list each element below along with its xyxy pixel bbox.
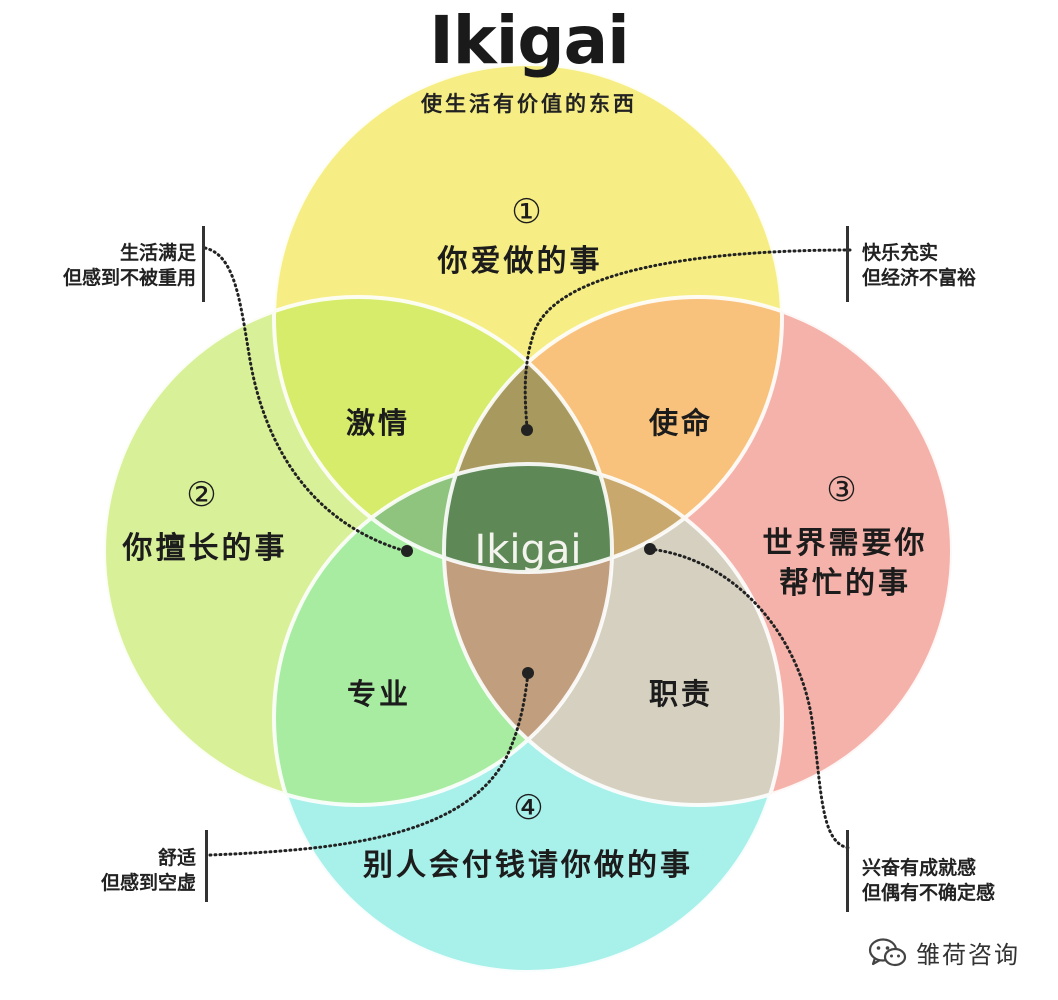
page-title: Ikigai — [429, 2, 629, 79]
mission-label: 使命 — [648, 406, 714, 440]
page-subtitle: 使生活有价值的东西 — [421, 92, 637, 116]
dot-passion — [401, 545, 413, 557]
note-bottom-right-line2: 但偶有不确定感 — [862, 882, 996, 904]
bracket-bottom-left — [205, 830, 208, 902]
note-bottom-left: 舒适 但感到空虚 — [101, 846, 196, 896]
connector-bottom-right — [648, 547, 852, 850]
note-bottom-right: 兴奋有成就感 但偶有不确定感 — [862, 856, 995, 906]
center-ikigai-label: Ikigai — [474, 527, 582, 573]
passion-label: 激情 — [345, 406, 411, 440]
wechat-icon — [868, 938, 907, 967]
bracket-top-right — [846, 226, 849, 302]
bracket-bottom-right — [846, 830, 849, 912]
love-number: ① — [511, 192, 545, 232]
dot-profession — [522, 667, 534, 679]
connector-top-right — [523, 248, 852, 430]
connector-top-left — [203, 246, 407, 553]
world-needs-label-line1: 世界需要你 — [762, 526, 928, 561]
note-top-left-line2: 但感到不被重用 — [62, 267, 196, 289]
note-top-left-line1: 生活满足 — [119, 242, 196, 264]
note-top-right-line1: 快乐充实 — [862, 242, 939, 264]
note-top-left: 生活满足 但感到不被重用 — [63, 241, 196, 291]
note-bottom-left-line2: 但感到空虚 — [100, 872, 196, 894]
vocation-label: 职责 — [648, 677, 714, 711]
dot-vocation — [644, 543, 656, 555]
world-needs-number: ③ — [826, 470, 860, 510]
love-label: 你爱做的事 — [437, 244, 603, 279]
brand-watermark: 雏荷咨询 — [916, 941, 1020, 969]
note-top-right: 快乐充实 但经济不富裕 — [862, 241, 976, 291]
paid-for-label: 别人会付钱请你做的事 — [363, 848, 693, 883]
world-needs-label-line2: 帮忙的事 — [779, 566, 911, 601]
profession-label: 专业 — [346, 677, 412, 711]
good-at-number: ② — [186, 475, 220, 515]
note-bottom-right-line1: 兴奋有成就感 — [862, 857, 977, 879]
good-at-label: 你擅长的事 — [122, 531, 288, 566]
overlap-right-bottom-left — [444, 464, 612, 805]
dot-mission — [521, 424, 533, 436]
note-top-right-line2: 但经济不富裕 — [862, 267, 977, 289]
paid-for-number: ④ — [513, 788, 547, 828]
bracket-top-left — [202, 226, 205, 302]
note-bottom-left-line1: 舒适 — [157, 847, 196, 869]
connector-bottom-left — [208, 671, 530, 857]
